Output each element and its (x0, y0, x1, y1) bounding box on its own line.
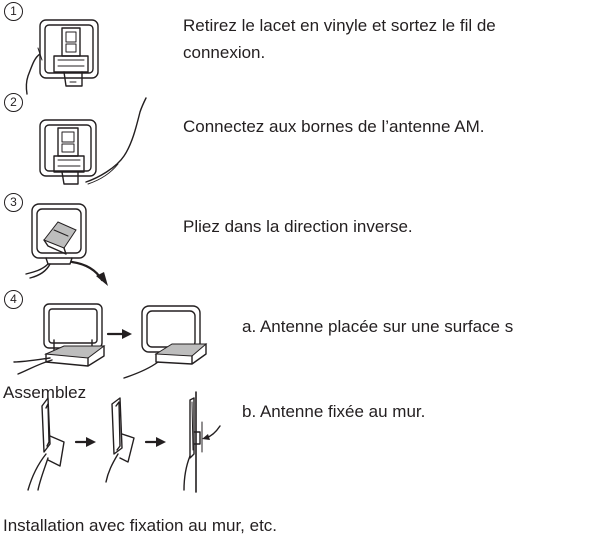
step-3-text: Pliez dans la direction inverse. (183, 217, 413, 236)
step-1-text-line-2: connexion. (183, 43, 266, 62)
antenna-on-surface-illustration (13, 303, 208, 379)
step-number-3: 3 (4, 193, 23, 212)
step-number-1: 1 (4, 2, 23, 21)
assemble-label: Assemblez (3, 383, 87, 402)
antenna-connected-illustration (39, 97, 147, 185)
footer-text: Installation avec fixation au mur, etc. (3, 516, 278, 535)
step-number-4: 4 (4, 290, 23, 309)
step-2-text: Connectez aux bornes de l’antenne AM. (183, 117, 485, 136)
step-number-2: 2 (4, 93, 23, 112)
antenna-wall-mount-illustration (27, 391, 221, 493)
step-4b-text: b. Antenne fixée au mur. (242, 402, 426, 421)
step-4a-text: a. Antenne placée sur une surface s (242, 317, 514, 336)
antenna-bundled-illustration (25, 19, 99, 95)
antenna-folding-illustration (25, 203, 108, 286)
step-1-text-line-1: Retirez le lacet en vinyle et sortez le … (183, 16, 496, 35)
